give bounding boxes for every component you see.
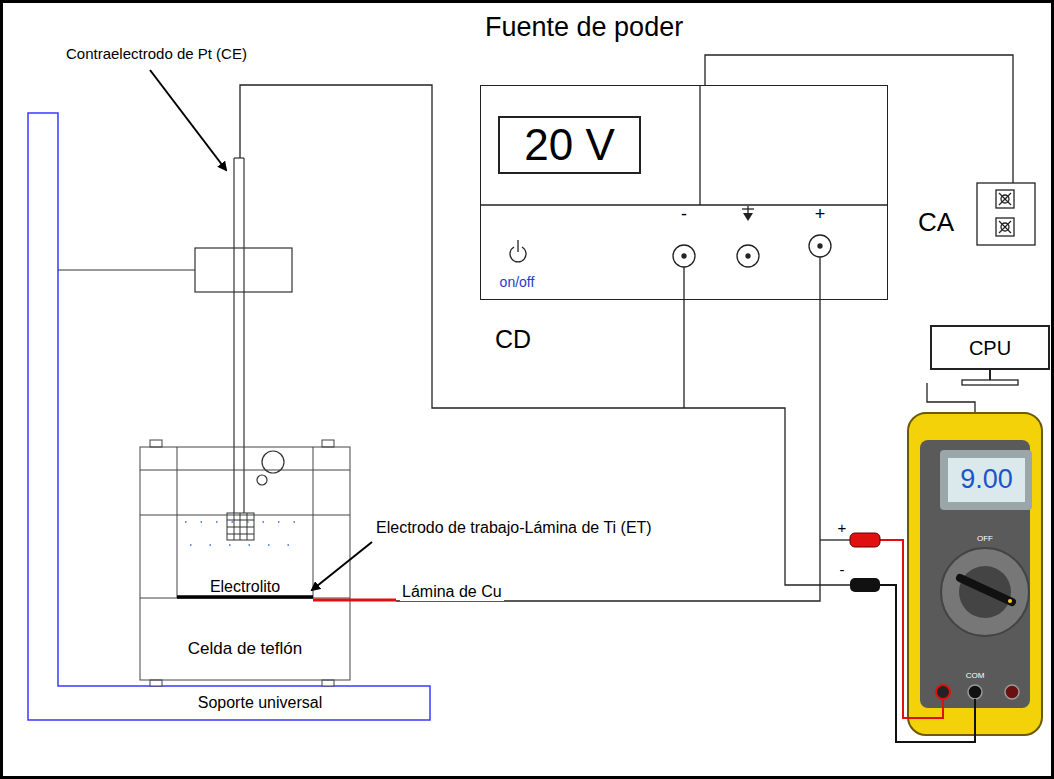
ti-sheet xyxy=(177,595,313,599)
jack xyxy=(968,685,982,699)
teflon-cell xyxy=(140,440,350,686)
pt-mesh xyxy=(227,513,254,540)
part-label: Lámina de Cu xyxy=(400,583,504,601)
bubble xyxy=(262,451,284,473)
monitor-stand xyxy=(989,370,991,380)
stand-arm xyxy=(58,269,195,270)
meter-display: 9.00 xyxy=(948,458,1025,502)
ac-outlet xyxy=(977,183,1035,245)
dial-pointer xyxy=(960,578,1012,602)
monitor-stand xyxy=(962,380,1018,385)
black-probe xyxy=(850,578,880,592)
part-label: CA xyxy=(918,208,954,237)
electrolyte-dots xyxy=(185,521,305,523)
teflon-cell: ElectrolitoCelda de teflón xyxy=(140,447,350,680)
dial-label: OFF xyxy=(977,535,993,544)
ground-symbol xyxy=(743,213,753,221)
power-supply-panel xyxy=(480,85,888,267)
voltage-display: 20 V xyxy=(498,116,641,174)
terminal-sign: + xyxy=(815,205,826,225)
node-text: Celda de teflón xyxy=(188,640,302,659)
multimeter-body xyxy=(908,413,1042,735)
probe-sign: - xyxy=(840,562,845,579)
red-probe xyxy=(850,533,880,547)
terminal-sign: - xyxy=(681,205,687,225)
node-text: 20 V xyxy=(524,121,615,169)
part-label: Contraelectrodo de Pt (CE) xyxy=(66,46,247,63)
probe-sign: + xyxy=(838,520,847,537)
electrode-rod xyxy=(234,157,244,158)
jack-label: COM xyxy=(966,672,985,681)
jack xyxy=(1005,685,1019,699)
leader-arrow xyxy=(312,542,372,590)
part-label: Soporte universal xyxy=(198,694,323,712)
node-text: Fuente de poder xyxy=(485,13,683,43)
node-text: Electrolito xyxy=(210,578,280,596)
electrode-rod xyxy=(243,158,244,513)
multimeter-panel xyxy=(920,440,1030,708)
dial xyxy=(941,548,1029,636)
jack xyxy=(936,685,950,699)
electrode-rod xyxy=(233,158,234,513)
part-label: CD xyxy=(495,326,531,354)
cpu-monitor: CPU xyxy=(930,325,1050,370)
wire xyxy=(240,55,1013,601)
probe-wire xyxy=(880,585,975,742)
part-label: Electrodo de trabajo-Lámina de Ti (ET) xyxy=(376,519,652,537)
switch-label: on/off xyxy=(500,275,535,290)
display-bezel xyxy=(940,450,1032,510)
dial-knob xyxy=(959,566,1011,618)
bubble xyxy=(257,475,267,485)
node-text: 9.00 xyxy=(960,465,1013,495)
cu-sheet xyxy=(313,599,396,602)
node-text: CPU xyxy=(969,337,1011,359)
stand xyxy=(28,113,430,720)
electrolyte-dots xyxy=(190,544,305,546)
leader-arrow xyxy=(150,70,226,170)
dial-mark xyxy=(1008,599,1012,603)
power-supply: Fuente de poder20 V xyxy=(480,85,888,300)
probe-wire xyxy=(880,540,943,718)
